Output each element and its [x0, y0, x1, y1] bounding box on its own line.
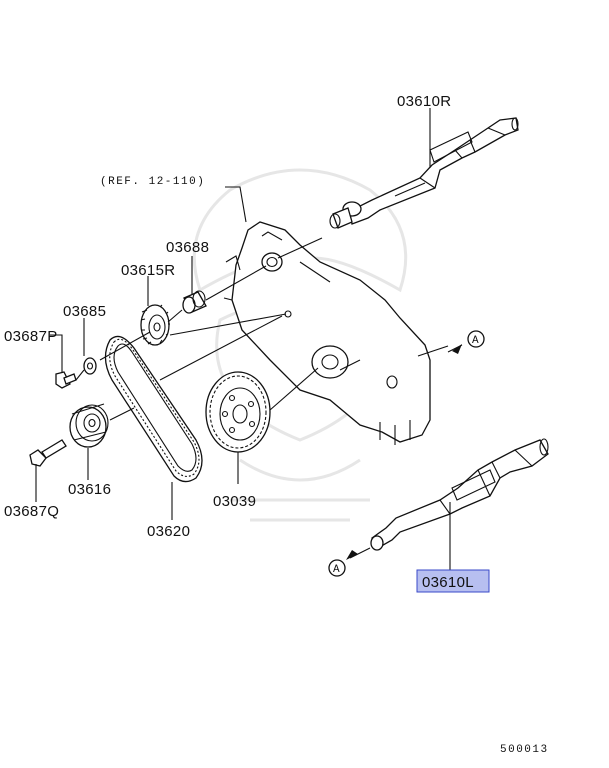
sprocket-03615R	[140, 304, 170, 346]
spacer-03688	[182, 290, 207, 314]
label-03685[interactable]: 03685	[63, 303, 106, 320]
connector-a-left-label: A	[333, 564, 341, 576]
bolt-03687P	[55, 371, 77, 389]
bolt-03687Q	[29, 439, 67, 467]
assembly-lines	[75, 186, 449, 421]
balance-shaft-left	[370, 438, 549, 551]
label-03615R[interactable]: 03615R	[121, 262, 175, 279]
label-03687P[interactable]: 03687P	[4, 328, 58, 345]
diagram-number: 500013	[500, 744, 549, 756]
tensioner-03616	[69, 403, 109, 448]
label-03039[interactable]: 03039	[213, 493, 256, 510]
label-03620[interactable]: 03620	[147, 523, 190, 540]
ref-label: (REF. 12-110)	[100, 176, 205, 188]
label-03610R[interactable]: 03610R	[397, 93, 451, 110]
connector-a-right: A	[447, 330, 485, 354]
timing-case	[223, 221, 431, 445]
timing-belt-03620	[104, 335, 203, 483]
leader-lines	[35, 108, 451, 570]
label-03610L[interactable]: 03610L	[422, 574, 474, 591]
connector-a-left: A	[328, 547, 371, 577]
label-03688[interactable]: 03688	[166, 239, 209, 256]
washer-03685	[83, 357, 97, 375]
highlight-03610L	[416, 569, 490, 593]
sprocket-03039	[205, 371, 271, 453]
balance-shaft-right	[329, 117, 519, 229]
label-03616[interactable]: 03616	[68, 481, 111, 498]
connector-a-right-label: A	[472, 335, 480, 347]
label-03687Q[interactable]: 03687Q	[4, 503, 59, 520]
